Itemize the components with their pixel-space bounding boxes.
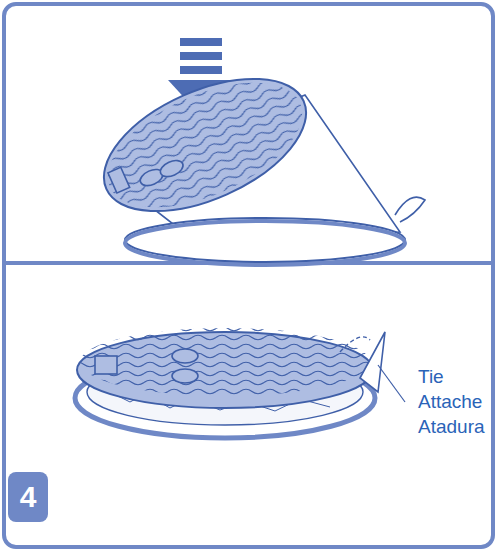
step-number-text: 4: [20, 480, 37, 514]
part-label: Attache: [418, 390, 482, 414]
panel-frame: [4, 4, 493, 547]
part-label: Tie: [418, 365, 444, 389]
step-number: 4: [8, 472, 48, 522]
lid-tilted: [84, 52, 325, 239]
closed-bin: [75, 328, 405, 438]
part-label: Atadura: [418, 415, 485, 439]
leader-line: [378, 365, 405, 402]
